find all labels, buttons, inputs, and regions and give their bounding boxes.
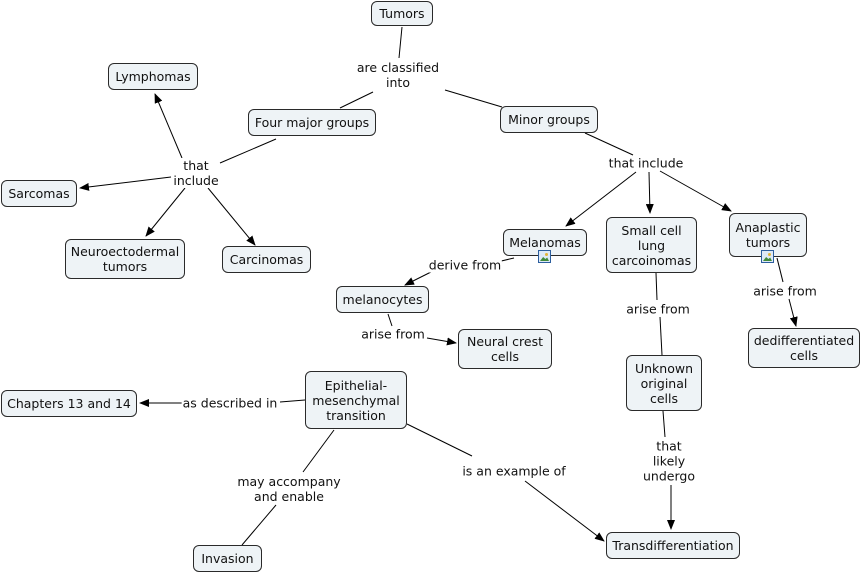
node-lymphomas[interactable]: Lymphomas	[108, 63, 198, 90]
node-melanomas[interactable]: Melanomas	[503, 229, 587, 256]
edge-thatinclude-smallcell	[645, 171, 654, 214]
node-epithelial-mesenchymal-transition[interactable]: Epithelial- mesenchymal transition	[305, 371, 407, 429]
edge-arise-neuralcrest	[426, 337, 457, 346]
node-invasion[interactable]: Invasion	[193, 545, 262, 572]
edge-smallcell-arise	[655, 272, 658, 301]
node-sarcomas[interactable]: Sarcomas	[1, 180, 77, 207]
link-that-include-minor: that include	[607, 155, 685, 171]
edge-anaplastic-arise	[776, 257, 784, 283]
edge-classified-minor	[444, 89, 503, 108]
node-transdifferentiation[interactable]: Transdifferentiation	[606, 532, 740, 559]
link-is-an-example-of: is an example of	[461, 463, 567, 479]
node-tumors[interactable]: Tumors	[371, 1, 433, 26]
edge-emt-accompany	[302, 429, 335, 473]
link-arise-from-melanocytes: arise from	[360, 326, 426, 342]
node-neural-crest-cells[interactable]: Neural crest cells	[458, 329, 552, 369]
node-chapters-13-14[interactable]: Chapters 13 and 14	[1, 390, 137, 417]
node-melanocytes[interactable]: melanocytes	[336, 286, 429, 313]
link-as-described-in: as described in	[181, 395, 279, 411]
link-that-likely-undergo: that likely undergo	[642, 438, 696, 484]
image-icon[interactable]	[538, 250, 551, 263]
edge-thatinclude-lymphomas	[154, 93, 183, 159]
node-dedifferentiated-cells[interactable]: dedifferentiated cells	[748, 328, 860, 368]
edge-thatinclude-sarcomas	[79, 176, 172, 191]
edge-example-transdiff	[524, 480, 605, 542]
edge-accompany-invasion	[241, 504, 277, 546]
link-may-accompany-and-enable: may accompany and enable	[236, 474, 342, 504]
edge-thatinclude-melanomas	[565, 171, 637, 227]
edge-unknown-undergo	[662, 410, 666, 438]
link-arise-from-anaplastic: arise from	[752, 283, 818, 299]
node-neuroectodermal-tumors[interactable]: Neuroectodermal tumors	[65, 239, 185, 279]
edge-thatinclude-neuro	[145, 187, 186, 237]
edge-arise-unknown	[659, 316, 663, 356]
edge-melanocytes-arise	[387, 313, 393, 327]
node-small-cell-lung-carcinomas[interactable]: Small cell lung carcoinomas	[606, 217, 697, 273]
edge-tumors-classified	[398, 26, 403, 59]
edge-emt-described	[279, 399, 306, 403]
node-unknown-original-cells[interactable]: Unknown original cells	[626, 355, 702, 411]
edge-emt-example	[406, 423, 473, 457]
edge-classified-major	[339, 91, 374, 109]
edge-derive-melanocytes	[404, 271, 432, 286]
edge-major-thatinclude	[219, 138, 277, 164]
node-carcinomas[interactable]: Carcinomas	[222, 246, 311, 273]
link-are-classified-into: are classified into	[355, 60, 441, 90]
link-that-include-major: that include	[172, 158, 220, 188]
edge-minor-thatinclude	[584, 132, 634, 156]
node-four-major-groups[interactable]: Four major groups	[248, 109, 376, 136]
edge-arise-dediff	[788, 298, 798, 327]
image-icon[interactable]	[761, 250, 774, 263]
edge-thatinclude-carcinomas	[207, 187, 256, 246]
edge-thatinclude-anaplastic	[659, 170, 732, 212]
link-derive-from: derive from	[427, 257, 503, 273]
link-arise-from-small-cell: arise from	[625, 301, 691, 317]
node-minor-groups[interactable]: Minor groups	[500, 106, 598, 133]
